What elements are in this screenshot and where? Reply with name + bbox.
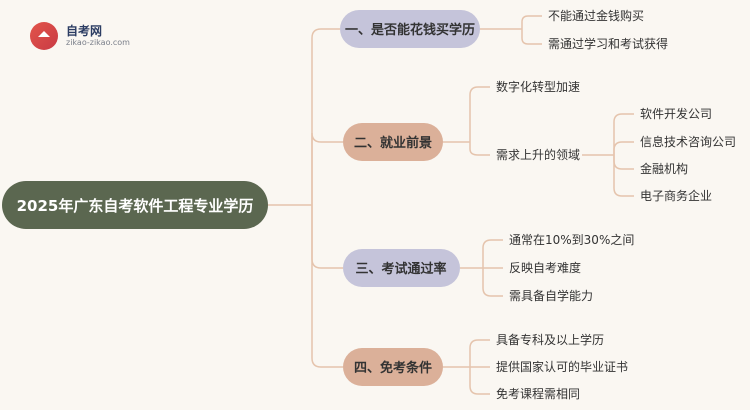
leaf-1-2: 需通过学习和考试获得: [548, 36, 668, 51]
root-node[interactable]: 2025年广东自考软件工程专业学历: [2, 181, 268, 229]
leaf-2-2-3: 金融机构: [640, 161, 688, 176]
branch-node-3-box: [343, 249, 460, 287]
leaf-3-3: 需具备自学能力: [509, 288, 593, 303]
branch-node-4[interactable]: 四、免考条件: [343, 348, 443, 386]
branch-node-4-box: [343, 348, 443, 386]
connector-line-16: [613, 155, 634, 197]
connector-line-8: [521, 29, 542, 45]
leaf-2-2: 需求上升的领域: [496, 147, 580, 162]
connector-line-20: [482, 268, 503, 297]
connector-line-15: [613, 155, 634, 170]
leaf-2-2-2: 信息技术咨询公司: [640, 134, 736, 149]
leaf-4-3: 免考课程需相同: [496, 386, 580, 401]
branch-node-2-label: 二、就业前景: [354, 135, 432, 151]
leaf-3-2: 反映自考难度: [509, 260, 581, 275]
site-logo[interactable]: 自考网 zikao-zikao.com: [30, 22, 150, 52]
leaf-2-2-1: 软件开发公司: [640, 106, 712, 121]
connector-line-4: [311, 205, 343, 269]
branch-node-4-label: 四、免考条件: [354, 360, 432, 376]
branch-node-1[interactable]: 一、是否能花钱买学历: [340, 10, 480, 48]
connector-line-14: [613, 141, 634, 155]
connector-line-13: [613, 113, 634, 155]
logo-domain: zikao-zikao.com: [66, 38, 130, 47]
leaf-1-1: 不能通过金钱购买: [548, 8, 644, 23]
branch-node-2-box: [343, 123, 443, 161]
root-node-label: 2025年广东自考软件工程专业学历: [17, 197, 254, 215]
connector-line-18: [482, 239, 503, 268]
branch-node-1-box: [340, 10, 480, 48]
leaf-3-1: 通常在10%到30%之间: [509, 233, 634, 247]
leaf-2-2-4: 电子商务企业: [640, 188, 712, 203]
connector-line-11: [469, 142, 490, 156]
branch-node-3[interactable]: 三、考试通过率: [343, 249, 460, 287]
connector-line-7: [521, 15, 542, 29]
connector-line-2: [311, 28, 340, 205]
logo-title: 自考网: [66, 24, 103, 38]
connector-line-3: [311, 132, 343, 205]
connector-line-10: [469, 86, 490, 142]
connector-lines: [268, 15, 634, 395]
branch-node-1-label: 一、是否能花钱买学历: [345, 22, 475, 38]
root-node-box: [2, 181, 268, 229]
graduation-cap-icon: [30, 22, 58, 50]
leaf-2-1: 数字化转型加速: [496, 79, 580, 94]
connector-line-22: [469, 339, 490, 367]
leaf-4-2: 提供国家认可的毕业证书: [496, 359, 628, 374]
connector-line-5: [311, 205, 343, 368]
branch-node-3-label: 三、考试通过率: [355, 261, 446, 277]
leaf-4-1: 具备专科及以上学历: [496, 332, 604, 347]
branch-node-2[interactable]: 二、就业前景: [343, 123, 443, 161]
connector-line-24: [469, 367, 490, 395]
